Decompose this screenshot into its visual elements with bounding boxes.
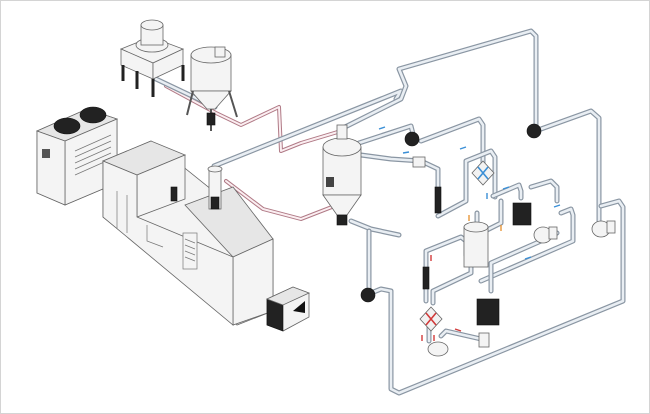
filter (412, 156, 426, 168)
fan-icon (53, 117, 81, 135)
filter (478, 332, 490, 348)
heat-exchanger-1 (512, 202, 532, 226)
heater-2 (422, 266, 430, 290)
hot-air-pipes (164, 84, 343, 221)
process-blower-3 (427, 341, 449, 357)
heater-1 (434, 186, 442, 214)
diverter-valve-closed (419, 306, 443, 332)
vacuum-blower-3 (360, 287, 376, 303)
desiccant-tower (463, 221, 489, 268)
heat-exchanger-2 (476, 298, 500, 326)
machine-loader (207, 165, 223, 210)
process-blower-1 (533, 226, 558, 244)
vacuum-blower-1 (404, 131, 420, 147)
injection-molding-machine (101, 140, 274, 326)
bulk-container-frame (119, 19, 185, 97)
flow-arrows (378, 126, 561, 341)
fan-icon (79, 106, 107, 124)
vacuum-blower-2 (526, 123, 542, 139)
drying-hopper (322, 124, 362, 226)
process-blower-2 (591, 220, 616, 238)
mold-temperature-controller (265, 286, 311, 332)
storage-hopper (186, 46, 238, 131)
diverter-valve-open (471, 160, 495, 186)
